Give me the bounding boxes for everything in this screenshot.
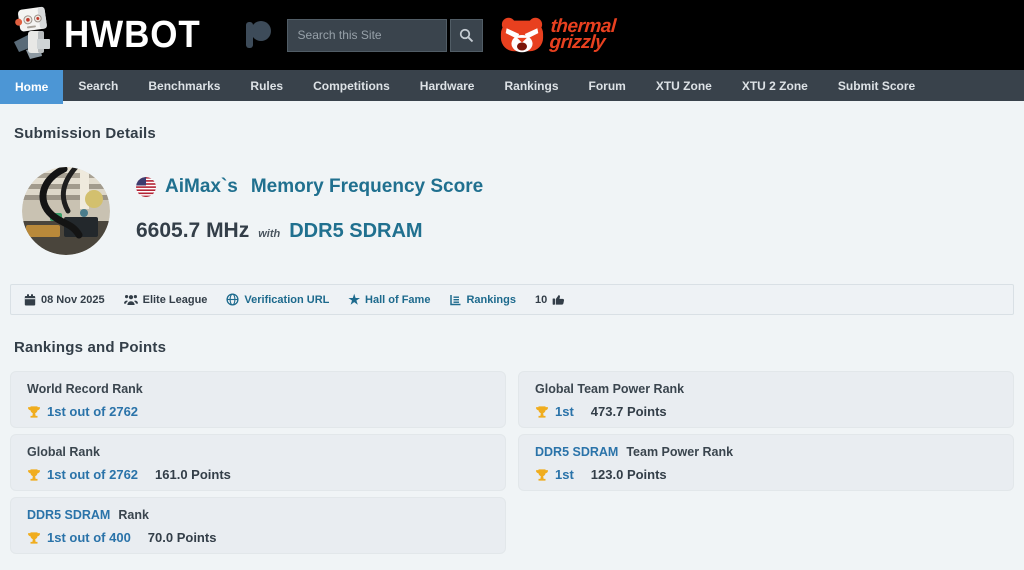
trophy-icon: [28, 468, 40, 481]
nav-item-rankings[interactable]: Rankings: [504, 78, 559, 93]
submission-date: 08 Nov 2025: [24, 294, 105, 306]
nav-item-xtu-zone[interactable]: XTU Zone: [655, 78, 712, 93]
card-category-link[interactable]: DDR5 SDRAM: [535, 445, 619, 459]
trophy-icon: [28, 531, 40, 544]
rankings-grid: World Record Rank 1st out of 2762 Global…: [10, 371, 1014, 554]
card-title: World Record Rank: [27, 382, 143, 396]
submission-header: AiMax`s Memory Frequency Score 6605.7 MH…: [22, 167, 1014, 255]
card-global-rank: Global Rank 1st out of 2762 161.0 Points: [10, 434, 506, 491]
tg-word2: grizzly: [548, 32, 606, 53]
league-badge: Elite League: [123, 294, 207, 306]
rankings-link[interactable]: Rankings: [449, 294, 516, 306]
patreon-icon[interactable]: [243, 20, 273, 50]
card-title: Rank: [118, 508, 149, 522]
hwbot-robot-logo-icon[interactable]: [12, 6, 60, 67]
nav-item-hardware[interactable]: Hardware: [419, 78, 475, 93]
card-global-team-power-rank: Global Team Power Rank 1st 473.7 Points: [518, 371, 1014, 428]
points-value: 161.0 Points: [155, 467, 231, 482]
points-value: 70.0 Points: [147, 530, 217, 545]
card-title: Global Rank: [27, 445, 100, 459]
page-content: Submission Details: [0, 125, 1024, 554]
benchmark-title[interactable]: Memory Frequency Score: [250, 176, 484, 197]
trophy-icon: [536, 405, 548, 418]
nav-item-forum[interactable]: Forum: [588, 78, 626, 93]
card-title: Global Team Power Rank: [535, 382, 685, 396]
magnifier-icon: [459, 28, 473, 42]
nav-item-search[interactable]: Search: [78, 78, 119, 93]
chart-icon: [450, 294, 461, 305]
submission-title-block: AiMax`s Memory Frequency Score 6605.7 MH…: [136, 167, 483, 255]
site-search: [286, 18, 483, 52]
nav-item-submit-score[interactable]: Submit Score: [837, 78, 916, 93]
points-value: 123.0 Points: [590, 467, 667, 482]
submission-details-heading: Submission Details: [14, 125, 156, 142]
nav-item-benchmarks[interactable]: Benchmarks: [148, 78, 221, 93]
trophy-icon: [536, 468, 548, 481]
submission-meta-bar: 08 Nov 2025 Elite League Verification UR…: [10, 284, 1014, 315]
rank-link[interactable]: 1st: [555, 404, 574, 419]
hardware-link[interactable]: DDR5 SDRAM: [289, 220, 423, 242]
nav-item-rules[interactable]: Rules: [250, 78, 284, 93]
top-header: HWBOT thermal grizzly: [0, 0, 1024, 70]
likes-count[interactable]: 10: [535, 293, 565, 306]
card-ddr5-team-power-rank: DDR5 SDRAM Team Power Rank 1st 123.0 Poin…: [518, 434, 1014, 491]
us-flag-icon: [136, 177, 156, 197]
search-button[interactable]: [449, 18, 483, 52]
calendar-icon: [24, 293, 36, 305]
card-ddr5-rank: DDR5 SDRAM Rank 1st out of 400 70.0 Point…: [10, 497, 506, 554]
hwbot-wordmark[interactable]: HWBOT: [64, 13, 201, 56]
points-value: 473.7 Points: [590, 404, 667, 419]
submission-photo-avatar[interactable]: [22, 167, 110, 255]
rank-link[interactable]: 1st out of 400: [47, 530, 131, 545]
rank-link[interactable]: 1st out of 2762: [47, 404, 139, 419]
users-icon: [123, 294, 138, 305]
score-joiner: with: [258, 228, 281, 240]
nav-item-home[interactable]: Home: [0, 70, 64, 104]
rankings-and-points-heading: Rankings and Points: [14, 339, 167, 356]
thermal-grizzly-logo[interactable]: thermal grizzly: [499, 14, 616, 56]
grizzly-bear-icon: [500, 17, 543, 53]
username-link[interactable]: AiMax`s: [165, 176, 238, 197]
globe-icon: [226, 293, 239, 306]
trophy-icon: [28, 405, 40, 418]
main-nav: Home Search Benchmarks Rules Competition…: [0, 70, 1024, 104]
thumbs-up-icon: [552, 294, 565, 305]
card-category-link[interactable]: DDR5 SDRAM: [27, 508, 111, 522]
rank-link[interactable]: 1st out of 2762: [47, 467, 139, 482]
verification-url-link[interactable]: Verification URL: [226, 293, 329, 306]
card-world-record-rank: World Record Rank 1st out of 2762: [10, 371, 506, 428]
star-icon: ★: [348, 292, 361, 307]
score-value: 6605.7 MHz: [136, 219, 250, 242]
search-input[interactable]: [286, 18, 447, 52]
hall-of-fame-link[interactable]: ★ Hall of Fame: [348, 292, 431, 307]
nav-item-xtu-2-zone[interactable]: XTU 2 Zone: [741, 78, 808, 93]
rank-link[interactable]: 1st: [555, 467, 574, 482]
card-title: Team Power Rank: [626, 445, 734, 459]
nav-item-competitions[interactable]: Competitions: [313, 78, 390, 93]
